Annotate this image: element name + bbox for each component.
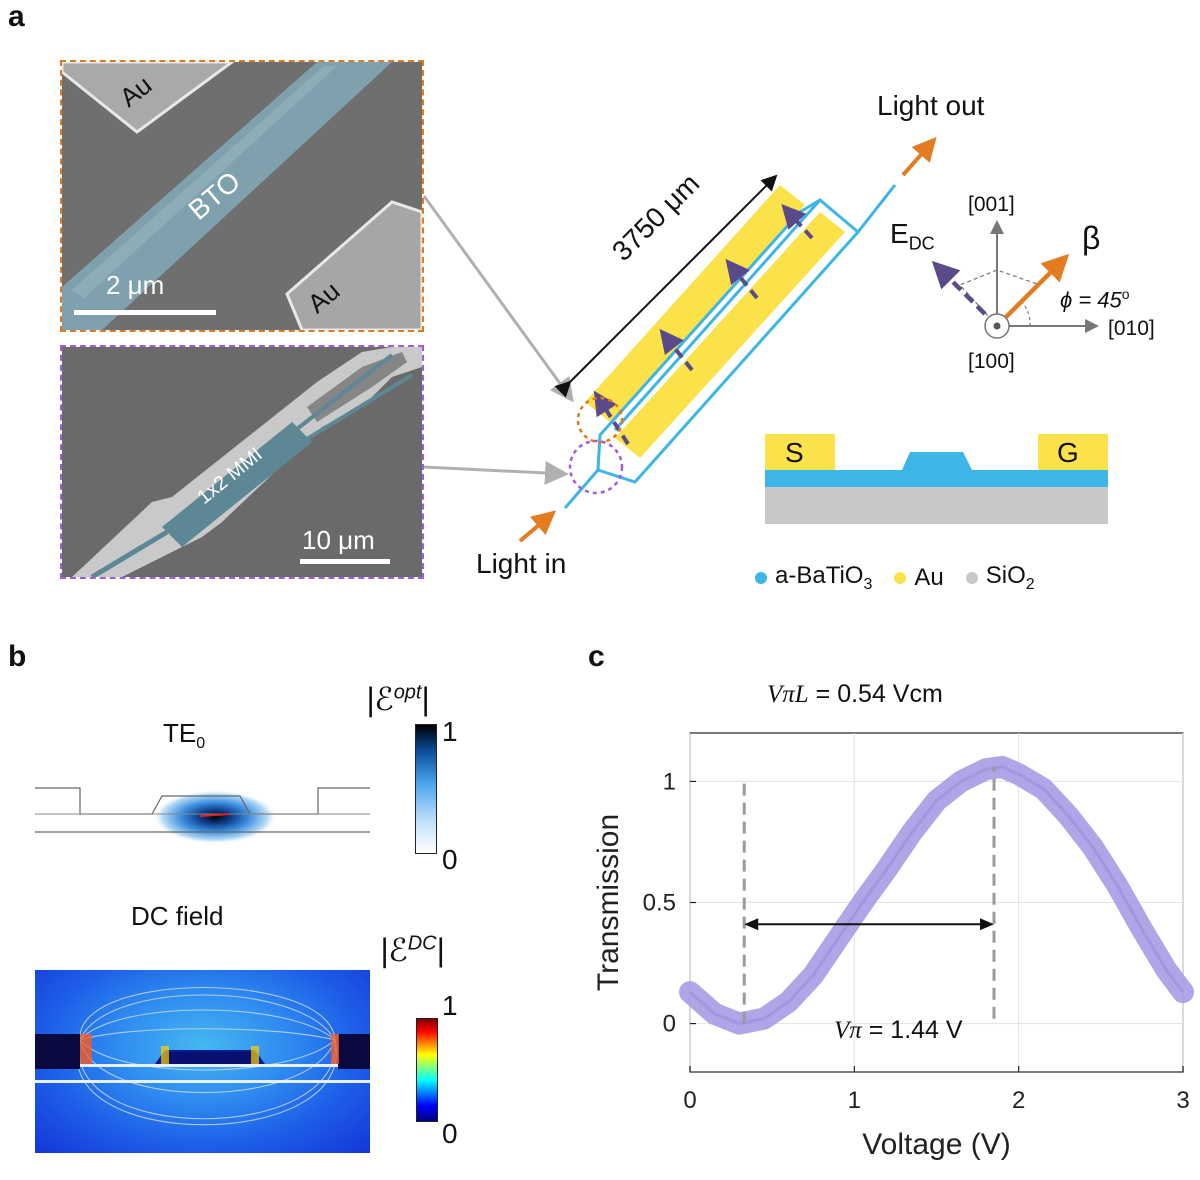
ground-label: G [1057, 437, 1079, 468]
light-in-arrow [518, 510, 557, 543]
highlight-circle-electrode [576, 396, 624, 444]
dc-field-plot [35, 970, 370, 1153]
x-tick-label: 2 [1012, 1087, 1025, 1114]
edc-symbol: E [890, 218, 909, 249]
x-tick-label: 0 [683, 1087, 696, 1114]
cb-dc-max: 1 [442, 990, 458, 1021]
beta-label: β [1082, 220, 1101, 256]
colorbar-dc [416, 1018, 438, 1122]
light-out-label: Light out [877, 90, 985, 121]
vpi-annotation: Vπ = 1.44 V [834, 1016, 963, 1044]
y-tick-label: 1 [663, 768, 676, 795]
axis-001-label: [001] [968, 193, 1015, 216]
device-schematic [422, 137, 1108, 543]
chart-title: VπL = 0.54 Vcm [767, 680, 943, 708]
dc-field-label: |ℰDC| [380, 932, 445, 968]
material-legend: a-BaTiO3 Au SiO2 [755, 562, 1035, 594]
sem-top-graphic [62, 62, 422, 330]
panel-b-label: b [8, 640, 27, 673]
cb-opt-max: 1 [442, 716, 458, 747]
vpi-arrow-head-left [744, 918, 759, 931]
axis-100-label: [100] [968, 350, 1015, 373]
zoom-arrow-bottom [423, 460, 569, 485]
legend-label-sio2: SiO2 [985, 562, 1035, 593]
legend-label-au: Au [914, 563, 944, 591]
light-out-arrow [901, 137, 937, 177]
x-axis-label: Voltage (V) [862, 1128, 1010, 1161]
signal-label: S [785, 437, 804, 468]
edc-label: EDC [890, 218, 935, 255]
sem-bottom-graphic [62, 347, 422, 577]
zoom-arrow-top [422, 195, 574, 403]
sem-image-mmi: 1x2 MMI 10 μm [60, 345, 424, 579]
colorbar-optical [415, 724, 437, 854]
phi-label: ϕ = 45o [1060, 286, 1130, 313]
dc-field-lines [35, 986, 370, 1126]
dc-field-title: DC field [131, 901, 224, 931]
scalebar-label-bottom: 10 μm [302, 525, 375, 555]
light-in-label: Light in [476, 548, 567, 579]
x-tick-label: 3 [1176, 1087, 1189, 1114]
phi-text: ϕ = 45 [1060, 287, 1122, 313]
cb-opt-min: 0 [442, 844, 458, 875]
axis-010-label: [010] [1108, 317, 1155, 340]
vpi-arrow-head-right [980, 918, 995, 931]
scalebar-label-top: 2 μm [106, 270, 165, 300]
legend-dot-au [894, 571, 907, 584]
device-cross-section [765, 434, 1108, 524]
optical-mode-plot [35, 787, 370, 844]
panel-a-label: a [8, 0, 25, 33]
phi-superscript: o [1121, 286, 1130, 302]
legend-label-bto: a-BaTiO3 [775, 562, 873, 593]
sem-image-bto-waveguide: Au BTO Au 2 μm [60, 60, 424, 332]
length-arrow [554, 174, 778, 398]
series-line-core [689, 765, 1185, 1026]
panel-c-label: c [588, 640, 605, 673]
y-axis-label: Transmission [592, 814, 625, 991]
crystal-axes [931, 220, 1099, 339]
opt-field-label: |ℰopt| [366, 681, 430, 717]
x-tick-label: 1 [848, 1087, 861, 1114]
cb-dc-min: 0 [442, 1118, 458, 1149]
y-tick-label: 0.5 [643, 890, 676, 917]
legend-dot-bto [755, 571, 767, 584]
edc-subscript: DC [908, 233, 935, 254]
highlight-circle-mmi [568, 439, 624, 495]
legend-dot-sio2 [965, 571, 978, 584]
mode-title: TE0 [163, 718, 206, 753]
y-tick-label: 0 [663, 1011, 676, 1038]
